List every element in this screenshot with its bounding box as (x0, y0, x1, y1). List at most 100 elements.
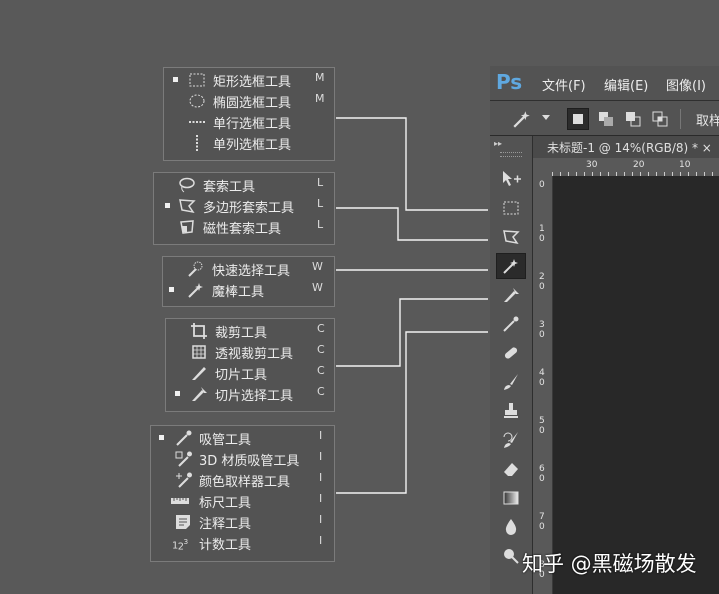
svg-text:2: 2 (178, 542, 184, 552)
new-selection-button[interactable] (567, 108, 589, 130)
menu-item-ellipse-marquee[interactable]: 椭圆选框工具 M (164, 90, 334, 111)
menu-image[interactable]: 图像(I) (666, 79, 706, 94)
tool-brush[interactable] (496, 369, 526, 395)
tool-rect-marquee[interactable] (496, 195, 526, 221)
crop-icon (191, 323, 207, 339)
menu-item-slice-select[interactable]: 切片选择工具 C (166, 383, 334, 404)
shortcut-key: W (312, 260, 323, 273)
subtract-selection-icon[interactable] (623, 109, 643, 129)
menu-item-single-column-marquee[interactable]: 单列选框工具 (164, 132, 334, 153)
ruler-ticks (552, 172, 719, 176)
tool-clone-stamp[interactable] (496, 398, 526, 424)
shortcut-key: W (312, 281, 323, 294)
shortcut-key: I (319, 429, 323, 442)
shortcut-key: I (319, 471, 323, 484)
eyedropper-icon (503, 316, 519, 332)
ruler-tick-label: 0 (539, 180, 545, 190)
ellipse-marquee-icon (189, 94, 205, 108)
tools-panel: ▸▸ (490, 136, 533, 594)
ps-logo: Ps (496, 70, 523, 94)
lasso-icon (179, 177, 195, 193)
document-tab-bar: 未标题-1 @ 14%(RGB/8) * × (533, 136, 719, 158)
menu-item-label: 颜色取样器工具 (199, 475, 291, 490)
tool-magic-wand[interactable] (496, 253, 526, 279)
tool-polygonal-lasso[interactable] (496, 224, 526, 250)
menu-item-label: 切片工具 (215, 368, 268, 383)
history-brush-icon (503, 432, 518, 448)
menu-item-magnetic-lasso[interactable]: 磁性套索工具 L (154, 216, 334, 237)
menu-item-perspective-crop[interactable]: 透视裁剪工具 C (166, 341, 334, 362)
tool-healing-brush[interactable] (496, 340, 526, 366)
add-selection-icon[interactable] (596, 109, 616, 129)
shortcut-key: M (315, 92, 325, 105)
selected-bullet (173, 77, 178, 82)
menu-item-label: 吸管工具 (199, 433, 252, 448)
svg-text:1: 1 (172, 541, 178, 552)
polygonal-lasso-icon (179, 199, 196, 214)
tool-history-brush[interactable] (496, 427, 526, 453)
ruler-tick-label: 2 0 (539, 272, 545, 292)
menu-item-crop[interactable]: 裁剪工具 C (166, 320, 334, 341)
menu-file[interactable]: 文件(F) (542, 79, 586, 94)
menu-item-label: 椭圆选框工具 (213, 96, 292, 111)
tool-move[interactable] (496, 166, 526, 192)
magnetic-lasso-icon (180, 220, 194, 234)
intersect-selection-icon[interactable] (650, 109, 670, 129)
ruler-tick-label: 7 0 (539, 512, 545, 532)
shortcut-key: L (317, 197, 324, 210)
flyout-selection-tools: 快速选择工具 W 魔棒工具 W (162, 256, 335, 307)
menu-item-lasso[interactable]: 套索工具 L (154, 174, 334, 195)
ruler-tick-label: 5 0 (539, 416, 545, 436)
menu-item-rect-marquee[interactable]: 矩形选框工具 M (164, 69, 334, 90)
shortcut-key: M (315, 71, 325, 84)
tool-blur[interactable] (496, 514, 526, 540)
menu-item-label: 魔棒工具 (212, 285, 265, 300)
magic-wand-icon[interactable] (512, 109, 532, 129)
selected-bullet (159, 435, 164, 440)
bandage-icon (504, 347, 518, 359)
tool-gradient[interactable] (496, 485, 526, 511)
square-icon (573, 114, 583, 124)
tool-eyedropper[interactable] (496, 311, 526, 337)
options-separator (680, 109, 681, 129)
panel-grip[interactable] (500, 152, 522, 157)
tool-eraser[interactable] (496, 456, 526, 482)
ruler-tick-label: 3 0 (539, 320, 545, 340)
menu-item-quick-selection[interactable]: 快速选择工具 W (163, 258, 334, 279)
menu-item-label: 透视裁剪工具 (215, 347, 294, 362)
ruler-icon (171, 498, 189, 504)
eyedropper-icon (176, 430, 192, 446)
menu-item-ruler[interactable]: 标尺工具 I (151, 490, 334, 511)
menu-edit[interactable]: 编辑(E) (604, 79, 649, 94)
menu-item-label: 单列选框工具 (213, 138, 292, 153)
shortcut-key: C (317, 364, 325, 377)
document-tab-title: 未标题-1 @ 14%(RGB/8) * × (547, 141, 712, 155)
ruler-tick-label: 4 0 (539, 368, 545, 388)
menu-item-note[interactable]: 注释工具 I (151, 511, 334, 532)
chevron-down-icon[interactable] (542, 115, 550, 121)
menu-item-label: 多边形套索工具 (203, 201, 295, 216)
menu-item-polygonal-lasso[interactable]: 多边形套索工具 L (154, 195, 334, 216)
ruler-tick-label: 20 (633, 160, 645, 170)
tool-dodge[interactable] (496, 543, 526, 569)
slice-select-icon (504, 288, 519, 302)
stamp-icon (504, 403, 518, 418)
menu-item-slice[interactable]: 切片工具 C (166, 362, 334, 383)
ruler-corner (533, 158, 552, 176)
brush-icon (504, 374, 518, 390)
shortcut-key: L (317, 218, 324, 231)
menu-item-magic-wand[interactable]: 魔棒工具 W (163, 279, 334, 300)
panel-collapse-icon[interactable]: ▸▸ (494, 139, 503, 148)
document-tab[interactable]: 未标题-1 @ 14%(RGB/8) * × (533, 136, 719, 158)
menu-item-single-row-marquee[interactable]: 单行选框工具 (164, 111, 334, 132)
document-canvas[interactable] (553, 176, 719, 594)
tool-slice-select[interactable] (496, 282, 526, 308)
eraser-icon (504, 463, 518, 476)
watermark: 知乎 @黑磁场散发 (522, 552, 697, 576)
menu-item-3d-material-eyedropper[interactable]: 3D 材质吸管工具 I (151, 448, 334, 469)
menu-item-eyedropper[interactable]: 吸管工具 I (151, 427, 334, 448)
menu-item-color-sampler[interactable]: 颜色取样器工具 I (151, 469, 334, 490)
ruler-tick-label: 6 0 (539, 464, 545, 484)
